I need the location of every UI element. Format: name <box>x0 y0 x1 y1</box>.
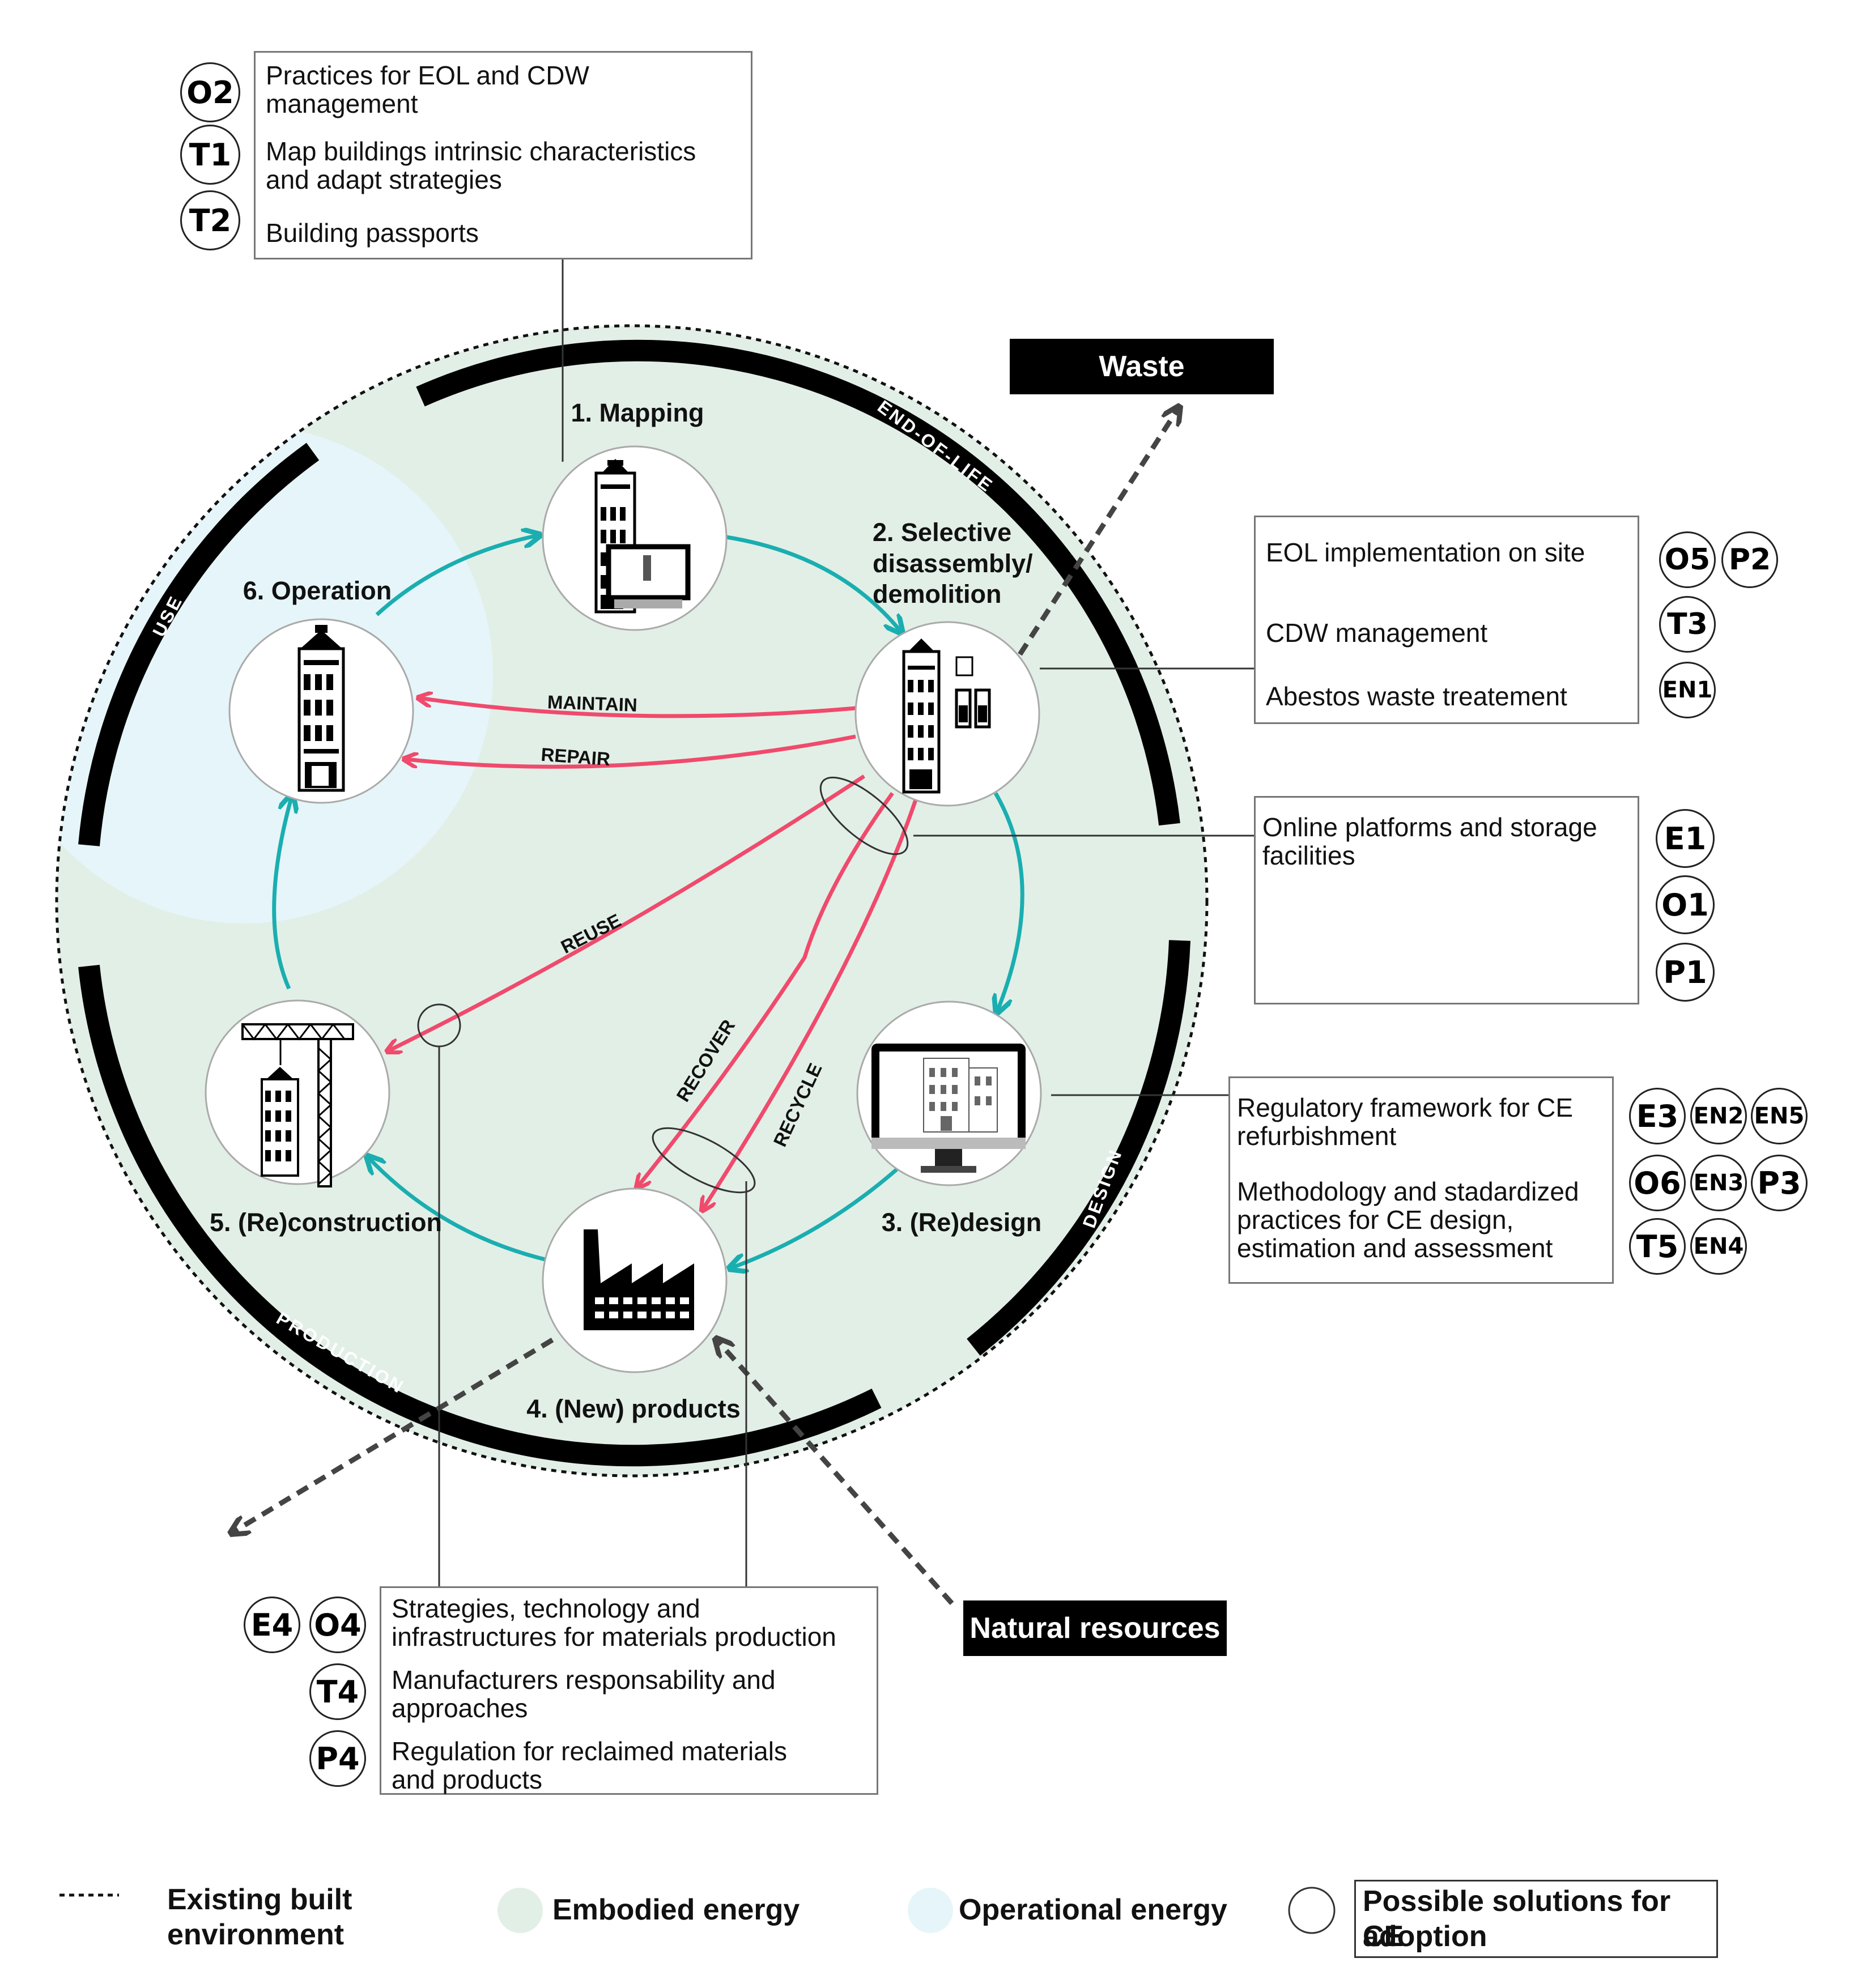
box-text: approaches <box>392 1693 528 1723</box>
legend-text: Existing built <box>167 1883 352 1916</box>
new-products-label: 4. (New) products <box>526 1394 741 1423</box>
solution-badge: O6 <box>1629 1155 1686 1211</box>
online-platforms-box: Online platforms and storage facilities <box>1254 796 1639 1004</box>
materials-production-box: Strategies, technology and infrastructur… <box>380 1586 878 1795</box>
use-phase-bar <box>78 442 320 846</box>
box-text: Abestos waste treatement <box>1266 682 1567 711</box>
box-text: refurbishment <box>1237 1121 1397 1151</box>
box-text: Regulatory framework for CE <box>1237 1093 1574 1122</box>
possible-solutions-swatch <box>1288 1887 1336 1934</box>
flow-arrows <box>388 698 920 1210</box>
legend-embodied-energy: Embodied energy <box>552 1893 800 1926</box>
selective-output-ellipse <box>819 776 909 855</box>
box-text: and products <box>392 1765 542 1794</box>
box-text: Practices for EOL and CDW <box>266 61 589 90</box>
solution-badge: T2 <box>180 190 240 250</box>
operational-building-icon <box>297 625 345 792</box>
box-text: Regulation for reclaimed materials <box>392 1736 787 1766</box>
legend-text: adoption <box>1363 1920 1487 1953</box>
design-monitor-icon <box>871 1044 1026 1173</box>
solution-badge: O5 <box>1659 531 1716 588</box>
box-text: Strategies, technology and <box>392 1594 700 1623</box>
legend-text: Possible solutions for CE <box>1363 1885 1671 1953</box>
box-text: Manufacturers responsability and <box>392 1665 776 1695</box>
box-text: management <box>266 89 418 118</box>
box-text: facilities <box>1262 841 1355 870</box>
legend-text: environment <box>167 1918 345 1951</box>
legend-possible-solutions-box: Possible solutions for CE adoption <box>1354 1880 1718 1958</box>
waste-label: Waste <box>1010 339 1274 394</box>
box-text: and adapt strategies <box>266 165 502 194</box>
operation-label: 6. Operation <box>243 576 392 605</box>
disassembled-building-icon <box>902 638 991 794</box>
repair-arrow <box>405 734 856 769</box>
recycle-arrow <box>703 792 920 1210</box>
factory-icon <box>584 1229 694 1330</box>
natural-resources-arrow <box>717 1340 954 1605</box>
waste-arrow <box>1018 408 1179 656</box>
selective-disassembly-stage-circle <box>854 621 1040 807</box>
solution-badge: P2 <box>1721 531 1778 588</box>
cycle-arrows <box>272 535 1024 1268</box>
box-text: CDW management <box>1266 618 1488 648</box>
end-of-life-phase-bar <box>416 339 1180 826</box>
legend-operational-energy: Operational energy <box>959 1893 1227 1926</box>
mapping-label: 1. Mapping <box>571 398 704 427</box>
regulatory-framework-box: Regulatory framework for CE refurbishmen… <box>1228 1076 1614 1284</box>
solution-badge: EN4 <box>1690 1218 1747 1275</box>
production-phase-bar <box>78 964 882 1467</box>
building-monitor-icon <box>594 459 691 614</box>
solution-badge: T4 <box>309 1663 366 1720</box>
solution-badge: O1 <box>1656 875 1715 934</box>
solution-badge: T1 <box>180 125 240 185</box>
maintain-label: MAINTAIN <box>547 691 637 716</box>
reconstruction-label: 5. (Re)construction <box>210 1208 442 1237</box>
solution-badge: E3 <box>1629 1088 1686 1144</box>
box-text: estimation and assessment <box>1237 1233 1553 1263</box>
solution-badge: T3 <box>1659 596 1716 653</box>
solution-badge: EN5 <box>1751 1088 1808 1144</box>
eol-cdw-practices-box: Practices for EOL and CDW management Map… <box>254 51 752 259</box>
selective-label-3: demolition <box>873 580 1001 608</box>
solution-badge: EN1 <box>1659 662 1716 718</box>
operational-energy-swatch <box>908 1888 953 1933</box>
repair-label: REPAIR <box>541 744 611 769</box>
solution-badge: E1 <box>1656 809 1715 868</box>
solution-badge: EN2 <box>1690 1088 1747 1144</box>
box-text: Building passports <box>266 218 479 248</box>
natural-resources-label: Natural resources <box>963 1600 1227 1656</box>
solution-badge: E4 <box>244 1597 300 1653</box>
redesign-label: 3. (Re)design <box>882 1208 1042 1237</box>
maintain-arrow <box>419 698 856 718</box>
box-text: practices for CE design, <box>1237 1205 1514 1234</box>
solution-badge: P1 <box>1656 943 1715 1002</box>
leader-lines <box>438 259 1254 1586</box>
reuse-arrow <box>388 774 865 1051</box>
legend-existing-built-environment: Existing built environment <box>167 1882 352 1952</box>
solution-badge: O4 <box>309 1597 366 1653</box>
box-text: EOL implementation on site <box>1266 538 1585 567</box>
solution-badge: T5 <box>1629 1218 1686 1275</box>
existing-built-environment-boundary <box>55 324 1209 1478</box>
selective-label-2: disassembly/ <box>873 549 1033 578</box>
production-waste-arrow <box>232 1338 554 1532</box>
selective-label-1: 2. Selective <box>873 518 1011 547</box>
eol-implementation-box: EOL implementation on site CDW managemen… <box>1254 516 1639 724</box>
new-products-stage-circle <box>542 1187 728 1373</box>
solution-badge: O2 <box>180 62 240 122</box>
embodied-energy-swatch <box>497 1888 543 1933</box>
crane-building-icon <box>241 1023 354 1187</box>
solution-badge: P3 <box>1751 1155 1808 1211</box>
box-text: Methodology and stadardized <box>1237 1177 1579 1206</box>
recover-recycle-ellipse <box>652 1127 756 1194</box>
recover-arrow <box>637 791 894 1187</box>
dashed-arrows <box>232 408 1179 1605</box>
solution-badge: P4 <box>309 1730 366 1787</box>
solution-badge: EN3 <box>1690 1155 1747 1211</box>
box-text: Online platforms and storage <box>1262 812 1597 842</box>
box-text: infrastructures for materials production <box>392 1622 836 1651</box>
design-phase-bar <box>967 940 1190 1356</box>
box-text: Map buildings intrinsic characteristics <box>266 137 696 166</box>
